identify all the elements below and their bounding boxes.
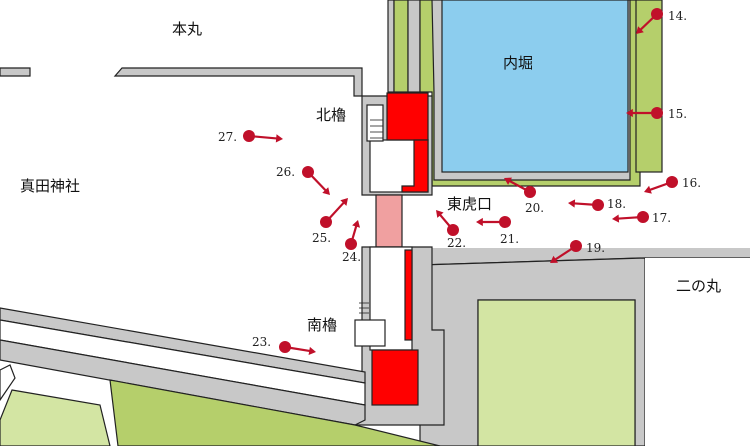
- viewpoint-marker[interactable]: [476, 216, 511, 228]
- southwest-grass: [109, 379, 441, 446]
- arrow-head-icon: [636, 26, 644, 34]
- viewpoint-marker[interactable]: [636, 8, 663, 34]
- ninomaru-inner-grass: [477, 299, 636, 446]
- arrow-head-icon: [275, 134, 283, 143]
- viewpoint-dot-icon[interactable]: [345, 238, 357, 250]
- arrow-head-icon: [352, 220, 361, 228]
- viewpoint-number: 26.: [276, 165, 296, 179]
- ninomaru-outer-grass: [645, 258, 750, 446]
- arrow-head-icon: [568, 199, 576, 208]
- wall-strip: [407, 0, 421, 93]
- arrow-head-icon: [504, 177, 512, 185]
- viewpoint-number: 17.: [652, 211, 672, 225]
- viewpoint-dot-icon[interactable]: [666, 176, 678, 188]
- viewpoint-number: 14.: [668, 9, 688, 23]
- viewpoint-dot-icon[interactable]: [570, 240, 582, 252]
- moat-outer-grass: [635, 0, 663, 173]
- arrow-head-icon: [612, 214, 620, 223]
- viewpoint-marker[interactable]: [279, 341, 316, 355]
- east-gate-roof: [375, 194, 403, 248]
- label-higashi-koguchi: 東虎口: [447, 195, 493, 213]
- arrow-head-icon: [340, 198, 348, 206]
- honmaru-north-wall: [0, 67, 31, 77]
- arrow-head-icon: [308, 346, 316, 355]
- viewpoint-dot-icon[interactable]: [524, 186, 536, 198]
- south-turret: [371, 349, 419, 406]
- label-ninomaru: 二の丸: [676, 277, 722, 295]
- inner-moat: [441, 0, 629, 173]
- label-honmaru: 本丸: [172, 20, 203, 38]
- arrow-head-icon: [550, 255, 558, 263]
- viewpoint-dot-icon[interactable]: [637, 211, 649, 223]
- viewpoint-marker[interactable]: [243, 130, 283, 143]
- viewpoint-number: 16.: [682, 176, 702, 190]
- north-stairs: [366, 104, 384, 142]
- viewpoint-number: 18.: [607, 197, 627, 211]
- north-turret: [386, 92, 429, 141]
- viewpoint-dot-icon[interactable]: [279, 341, 291, 353]
- viewpoint-marker[interactable]: [302, 166, 330, 195]
- viewpoint-number: 19.: [586, 241, 606, 255]
- viewpoint-dot-icon[interactable]: [651, 8, 663, 20]
- viewpoint-marker[interactable]: [612, 211, 649, 223]
- label-kita-yagura: 北櫓: [316, 106, 347, 124]
- arrow-head-icon: [626, 108, 633, 118]
- arrow-head-icon: [436, 210, 444, 218]
- viewpoint-dot-icon[interactable]: [651, 107, 663, 119]
- corner-wall: [0, 364, 16, 402]
- label-uchibori: 内堀: [503, 54, 534, 72]
- arrow-head-icon: [322, 187, 330, 195]
- viewpoint-number: 21.: [500, 232, 520, 246]
- wall-strip: [387, 0, 395, 93]
- south-turret-red-strip: [404, 249, 413, 341]
- grass-strip: [393, 0, 409, 93]
- viewpoint-marker[interactable]: [626, 107, 663, 119]
- label-minami-yagura: 南櫓: [307, 316, 338, 334]
- label-sanada-jinja: 真田神社: [20, 177, 81, 195]
- viewpoint-marker[interactable]: [345, 220, 361, 250]
- north-turret-red-strip: [401, 139, 429, 193]
- viewpoint-dot-icon[interactable]: [499, 216, 511, 228]
- viewpoint-number: 24.: [342, 250, 362, 264]
- viewpoint-dot-icon[interactable]: [302, 166, 314, 178]
- viewpoint-marker[interactable]: [644, 176, 678, 194]
- viewpoint-marker[interactable]: [504, 177, 536, 198]
- viewpoint-number: 25.: [312, 231, 332, 245]
- viewpoint-marker[interactable]: [320, 198, 348, 228]
- viewpoint-number: 22.: [447, 236, 467, 250]
- southwest-grass: [0, 389, 111, 446]
- viewpoint-number: 15.: [668, 107, 688, 121]
- southwest-lower-wall: [0, 339, 366, 426]
- viewpoint-marker[interactable]: [436, 210, 459, 236]
- viewpoint-dot-icon[interactable]: [243, 130, 255, 142]
- south-stairs: [354, 319, 386, 347]
- arrow-head-icon: [476, 217, 483, 227]
- viewpoint-number: 27.: [218, 130, 238, 144]
- honmaru-north-wall: [113, 67, 363, 97]
- viewpoint-marker[interactable]: [568, 199, 604, 211]
- viewpoint-dot-icon[interactable]: [320, 216, 332, 228]
- arrow-head-icon: [644, 185, 652, 194]
- viewpoint-dot-icon[interactable]: [592, 199, 604, 211]
- viewpoint-number: 20.: [525, 201, 545, 215]
- viewpoint-dot-icon[interactable]: [447, 224, 459, 236]
- viewpoint-marker[interactable]: [550, 240, 582, 263]
- viewpoint-number: 23.: [252, 335, 272, 349]
